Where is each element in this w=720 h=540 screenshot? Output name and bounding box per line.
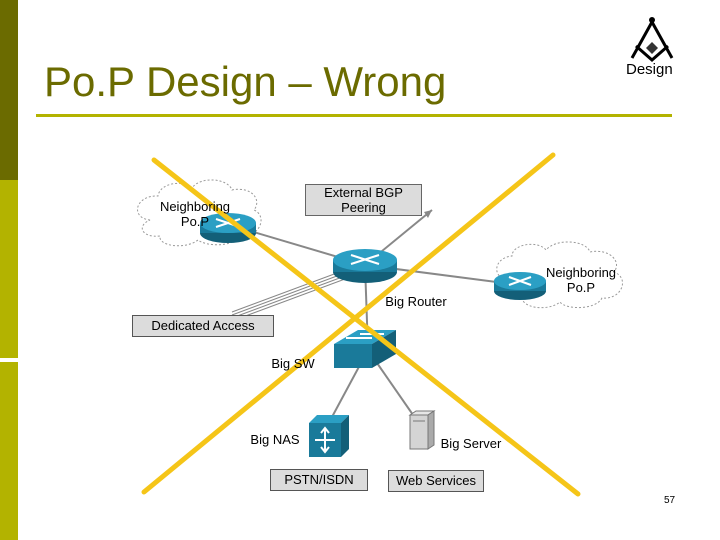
dedicated-access-lines bbox=[231, 269, 346, 322]
server-icon bbox=[408, 410, 436, 450]
router-icon bbox=[333, 249, 397, 283]
neighboring-pop-left-label: Neighboring Po.P bbox=[159, 199, 231, 229]
sidebar-dark bbox=[0, 0, 18, 180]
big-sw-label: Big SW bbox=[271, 356, 315, 371]
neighboring-pop-right-label: Neighboring Po.P bbox=[545, 265, 617, 295]
link-lines bbox=[239, 209, 521, 431]
design-badge: Design bbox=[626, 61, 673, 78]
bgp-arrowhead bbox=[424, 210, 432, 218]
page-number: 57 bbox=[664, 495, 676, 506]
sidebar-light bbox=[0, 180, 18, 358]
external-bgp-label: External BGP Peering bbox=[305, 184, 422, 216]
nas-icon bbox=[309, 415, 349, 457]
router-icon bbox=[494, 272, 546, 300]
big-router-label: Big Router bbox=[385, 294, 447, 309]
title-rule bbox=[36, 114, 672, 117]
big-nas-label: Big NAS bbox=[250, 432, 300, 447]
dedicated-access-label: Dedicated Access bbox=[132, 315, 274, 337]
sidebar-lower bbox=[0, 362, 18, 540]
switch-icon bbox=[334, 330, 396, 368]
slide-title: Po.P Design – Wrong bbox=[44, 58, 447, 105]
big-server-label: Big Server bbox=[440, 436, 502, 451]
pstn-isdn-label: PSTN/ISDN bbox=[270, 469, 368, 491]
wrong-cross bbox=[141, 152, 581, 497]
web-services-label: Web Services bbox=[388, 470, 484, 492]
